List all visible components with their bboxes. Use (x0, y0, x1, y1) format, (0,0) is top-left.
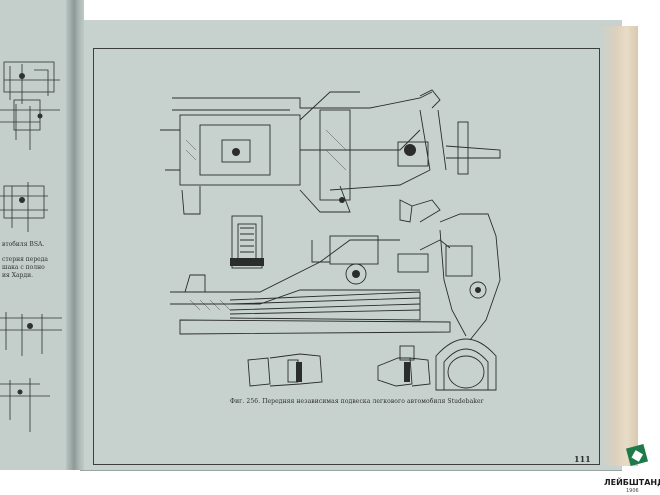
left-page (0, 0, 78, 470)
logo-name: ЛЕЙБШТАНДАРТ (604, 478, 660, 487)
figure-caption: Фиг. 256. Передняя независимая подвеска … (230, 398, 484, 405)
page-edges (600, 26, 638, 466)
logo-year: 1906 (626, 488, 639, 494)
left-text-line: втобиля BSA. (2, 241, 45, 248)
right-page (80, 20, 622, 471)
left-text-line: стерня переда (2, 256, 48, 263)
figure-frame (93, 48, 600, 465)
page-number: 111 (574, 454, 591, 464)
left-text-line: шака с полно (2, 264, 45, 271)
book-gutter (66, 0, 84, 470)
left-text-line: ия Харди. (2, 272, 33, 279)
